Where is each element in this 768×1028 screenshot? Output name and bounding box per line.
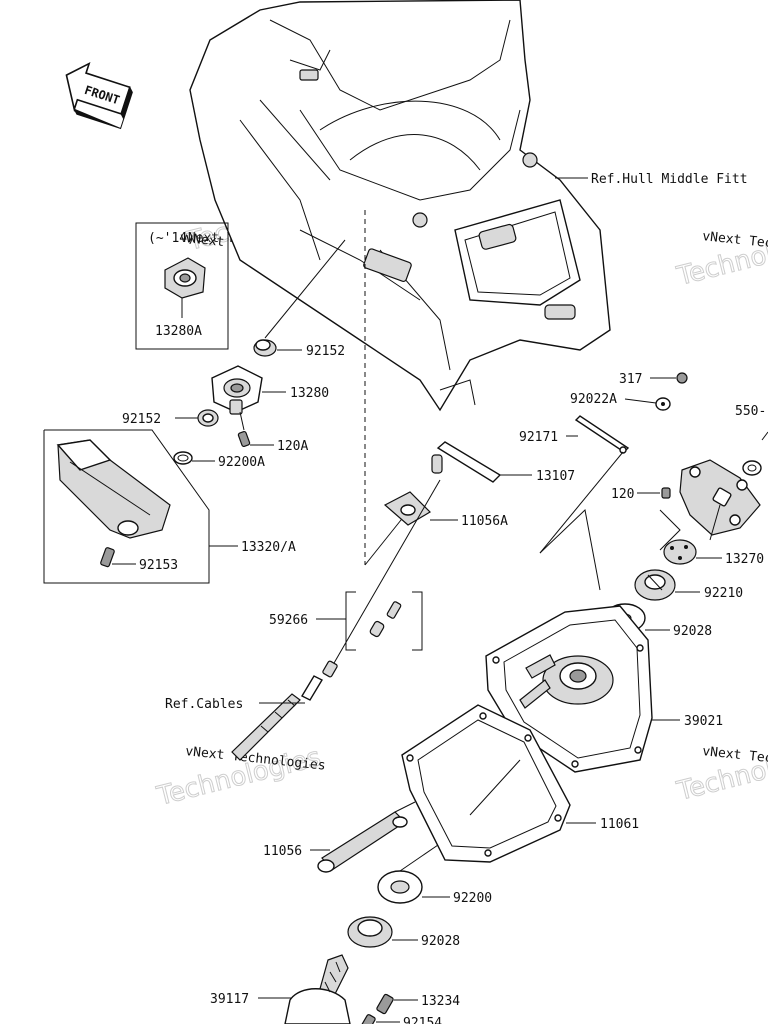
- valve-plate-icon: [679, 459, 761, 536]
- part-550-icon: [742, 431, 768, 476]
- part-label-92210: 92210: [704, 586, 743, 601]
- inset-box-13280A: (~'14) 13280A: [135, 222, 229, 350]
- part-label-92028-lower: 92028: [421, 934, 460, 949]
- part-92171-icon: [574, 415, 630, 454]
- part-92210-icon: [634, 569, 676, 601]
- part-92154-icon: [361, 1014, 376, 1028]
- part-13234-icon: [376, 993, 394, 1015]
- part-label-92154: 92154: [403, 1016, 442, 1024]
- part-92028-lower-icon: [347, 916, 393, 948]
- part-label-39117: 39117: [210, 992, 249, 1007]
- part-label-92028-upper: 92028: [673, 624, 712, 639]
- part-label-92200A: 92200A: [218, 455, 265, 470]
- part-label-11061: 11061: [600, 817, 639, 832]
- part-92152-upper-icon: [253, 339, 277, 357]
- cable-assembly-icon: [231, 660, 338, 761]
- part-label-92200: 92200: [453, 891, 492, 906]
- part-92152-lower-icon: [197, 409, 219, 427]
- part-label-13270: 13270: [725, 552, 764, 567]
- part-11056-icon: [317, 801, 416, 873]
- control-cable-line: [329, 479, 441, 671]
- part-92200-icon: [377, 870, 423, 904]
- part-label-92022A: 92022A: [570, 392, 617, 407]
- part-label-13280: 13280: [290, 386, 329, 401]
- part-label-13280A: 13280A: [155, 324, 202, 339]
- part-13270-icon: [663, 539, 697, 565]
- part-label-92153: 92153: [139, 558, 178, 573]
- part-120A-icon: [237, 431, 251, 447]
- leader-hull-39021: [539, 509, 601, 591]
- part-label-13320A: 13320/A: [241, 540, 296, 555]
- ref-hull-label: Ref.Hull Middle Fitt: [591, 172, 748, 187]
- inset-box-13320A: 92153: [43, 429, 210, 584]
- part-label-317: 317: [619, 372, 642, 387]
- part-label-59266: 59266: [269, 613, 308, 628]
- inset-year-label: (~'14): [148, 231, 195, 246]
- part-13107-icon: [431, 441, 502, 483]
- part-label-11056A: 11056A: [461, 514, 508, 529]
- front-arrow-icon: FRONT: [65, 61, 133, 130]
- part-317-icon: [676, 372, 688, 384]
- part-label-11056: 11056: [263, 844, 302, 859]
- part-92022A-icon: [655, 397, 671, 411]
- hull-body: [189, 0, 611, 412]
- part-label-13234: 13234: [421, 994, 460, 1009]
- part-92153-icon: [100, 547, 115, 568]
- part-label-92171: 92171: [519, 430, 558, 445]
- part-label-13107: 13107: [536, 469, 575, 484]
- part-13320A-icon: [56, 439, 171, 539]
- part-13280A-icon: [164, 257, 206, 299]
- part-label-120: 120: [611, 487, 634, 502]
- part-label-39021: 39021: [684, 714, 723, 729]
- part-120-icon: [661, 487, 671, 499]
- part-label-550: 550-: [735, 404, 766, 419]
- bracket-59266: [345, 591, 423, 651]
- part-label-120A: 120A: [277, 439, 308, 454]
- part-label-92152-lower: 92152: [122, 412, 161, 427]
- part-92200A-icon: [173, 451, 193, 465]
- ref-cables-label: Ref.Cables: [165, 697, 243, 712]
- part-11061-icon: [401, 704, 571, 863]
- part-39117-icon: [284, 954, 351, 1025]
- part-13280-icon: [211, 365, 263, 415]
- part-59266-icon: [369, 601, 402, 638]
- part-label-92152-upper: 92152: [306, 344, 345, 359]
